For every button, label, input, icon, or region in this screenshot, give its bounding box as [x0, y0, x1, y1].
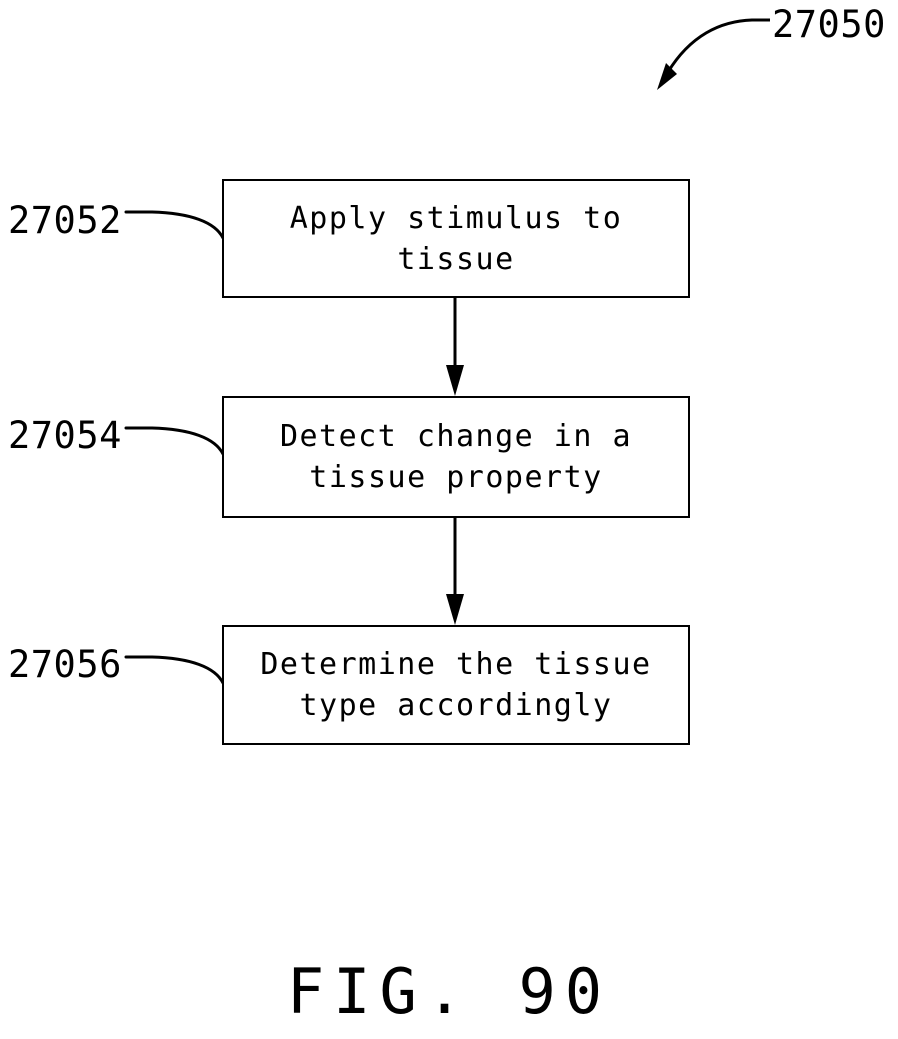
reference-numeral-27054: 27054: [8, 414, 122, 457]
arrowhead-down-2: [446, 594, 464, 625]
flowchart-step-label-27056: Determine the tissue type accordingly: [260, 647, 652, 723]
flowchart-step-label-27054: Detect change in a tissue property: [279, 419, 633, 495]
leader-line-27050: [657, 18, 770, 90]
leader-line-27054: [124, 426, 225, 456]
connector-arrow-27052-to-27054: [446, 298, 464, 396]
flowchart-step-apply-stimulus: Apply stimulus to tissue: [222, 179, 690, 298]
arrowhead-down-1: [446, 365, 464, 396]
arrowhead-27050: [657, 63, 677, 90]
flowchart-step-determine-type: Determine the tissue type accordingly: [222, 625, 690, 745]
reference-numeral-27052: 27052: [8, 199, 122, 242]
flowchart-step-detect-change: Detect change in a tissue property: [222, 396, 690, 518]
reference-numeral-27050: 27050: [772, 3, 886, 46]
leader-line-27052: [124, 210, 225, 240]
leader-line-27056: [124, 655, 225, 685]
connector-arrow-27054-to-27056: [446, 518, 464, 625]
reference-numeral-27056: 27056: [8, 643, 122, 686]
flowchart-step-label-27052: Apply stimulus to tissue: [289, 200, 623, 277]
figure-caption: FIG. 90: [286, 955, 612, 1028]
